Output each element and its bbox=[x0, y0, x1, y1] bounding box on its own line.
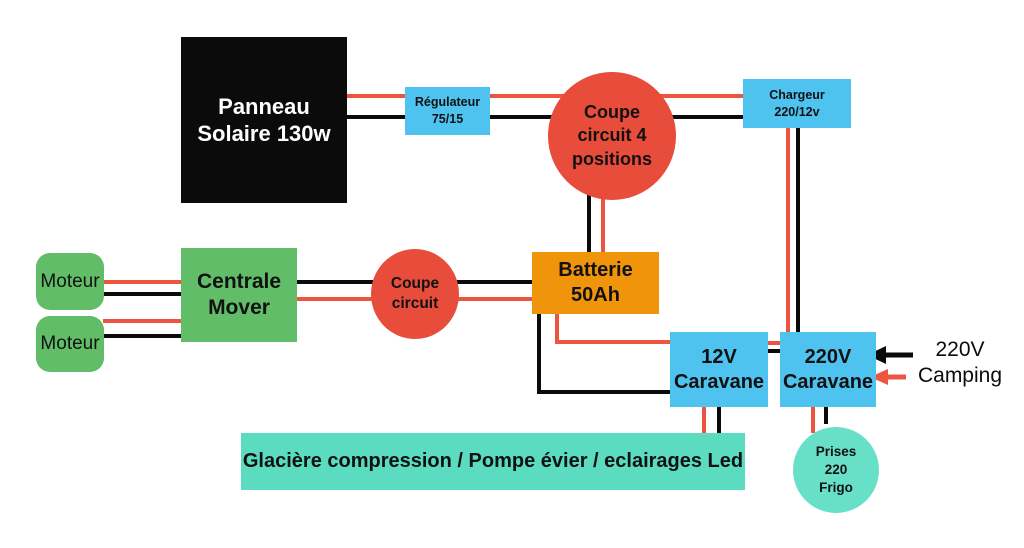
node-charger: Chargeur 220/12v bbox=[743, 79, 851, 128]
solar-panel-label-line1: Panneau bbox=[218, 93, 310, 119]
node-cutoff-4-positions: Coupe circuit 4 positions bbox=[548, 72, 676, 200]
regulator-label-line1: Régulateur bbox=[414, 95, 481, 110]
motor2-label: Moteur bbox=[40, 333, 100, 355]
node-motor-2: Moteur bbox=[36, 316, 104, 372]
cutoff4-label-line3: positions bbox=[572, 148, 652, 169]
node-12v-loads: Glacière compression / Pompe évier / ecl… bbox=[241, 433, 745, 490]
node-battery: Batterie 50Ah bbox=[532, 252, 659, 314]
12v-label-line1: 12V bbox=[701, 345, 737, 368]
220v-label-line2: Caravane bbox=[782, 370, 874, 393]
node-220v-caravan-panel: 220V Caravane bbox=[780, 332, 876, 407]
camping-arrow-black-icon bbox=[867, 346, 913, 364]
node-cutoff-switch: Coupe circuit bbox=[371, 249, 459, 339]
cutoff4-label-line1: Coupe bbox=[584, 101, 640, 122]
node-mover-central-unit: Centrale Mover bbox=[181, 248, 297, 342]
regulator-label-line2: 75/15 bbox=[431, 112, 464, 126]
cutoff-label-line1: Coupe bbox=[390, 274, 440, 292]
sockets-label-line2: 220 bbox=[824, 461, 848, 477]
camping-label-line2: Camping bbox=[917, 364, 1003, 387]
camping-arrow-red-icon bbox=[870, 369, 906, 385]
node-motor-1: Moteur bbox=[36, 253, 104, 310]
node-solar-panel: Panneau Solaire 130w bbox=[181, 37, 347, 203]
12v-label-line2: Caravane bbox=[673, 370, 765, 393]
12v-loads-label: Glacière compression / Pompe évier / ecl… bbox=[242, 450, 744, 472]
node-regulator: Régulateur 75/15 bbox=[405, 87, 490, 135]
node-12v-caravan-panel: 12V Caravane bbox=[670, 332, 768, 407]
wire-battery-12v-negative bbox=[537, 312, 672, 394]
camping-label-line1: 220V bbox=[935, 337, 985, 361]
battery-label-line1: Batterie bbox=[558, 259, 633, 281]
charger-label-line1: Chargeur bbox=[769, 87, 825, 102]
mover-label-line2: Mover bbox=[208, 296, 270, 319]
solar-panel-label-line2: Solaire 130w bbox=[197, 121, 331, 146]
motor1-label: Moteur bbox=[40, 270, 100, 292]
camping-supply-label: 220V Camping bbox=[903, 335, 1017, 391]
node-220v-sockets-fridge: Prises 220 Frigo bbox=[793, 427, 879, 513]
220v-label-line1: 220V bbox=[804, 345, 852, 368]
cutoff4-label-line2: circuit 4 bbox=[577, 125, 647, 146]
cutoff-label-line2: circuit bbox=[391, 295, 439, 312]
wire-battery-12v-positive bbox=[555, 312, 672, 344]
sockets-label-line3: Frigo bbox=[819, 480, 853, 496]
mover-label-line1: Centrale bbox=[196, 269, 282, 293]
battery-label-line2: 50Ah bbox=[571, 284, 620, 306]
charger-label-line2: 220/12v bbox=[774, 104, 820, 119]
sockets-label-line1: Prises bbox=[815, 443, 857, 459]
